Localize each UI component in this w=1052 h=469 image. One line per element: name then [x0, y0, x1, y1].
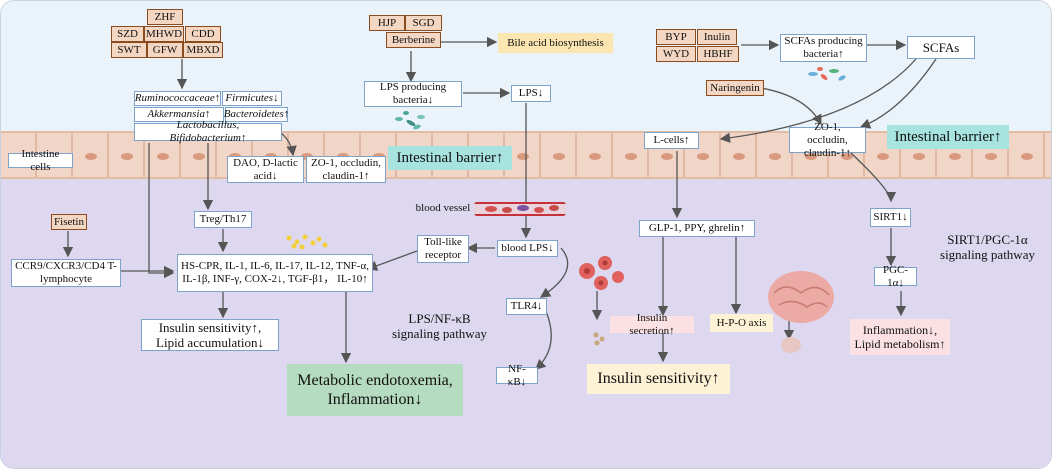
- pgc1a-box: PGC-1α↓: [874, 264, 917, 289]
- nfkb-box: NF-κB↓: [496, 363, 538, 388]
- ccr9-box: CCR9/CXCR3/CD4 T-lymphocyte: [11, 259, 121, 287]
- herb-swt: SWT: [111, 42, 147, 58]
- insulin-lipid-box: Insulin sensitivity↑, Lipid accumulation…: [141, 319, 279, 351]
- sirt-pgc-pathway-label: SIRT1/PGC-1α signaling pathway: [940, 232, 1035, 262]
- insulin-sensitivity-box: Insulin sensitivity↑: [587, 364, 730, 394]
- herb-naringenin: Naringenin: [706, 80, 764, 96]
- cytokine-dots-graphic: [286, 234, 328, 250]
- brain-graphic: [768, 271, 834, 353]
- cell-nucleus: [589, 153, 601, 160]
- scfa-producing-box: SCFAs producing bacteria↑: [780, 34, 867, 62]
- herb-berberine: Berberine: [386, 32, 441, 48]
- scfas-box: SCFAs: [907, 36, 975, 59]
- blood-vessel-graphic: [474, 202, 566, 216]
- cell-nucleus: [625, 153, 637, 160]
- bacteria-graphic-right: [808, 67, 846, 81]
- herb-hjp: HJP: [369, 15, 405, 31]
- beta-cell-graphic: [579, 256, 624, 346]
- tlr4-box: TLR4↓: [506, 298, 547, 315]
- sirt1-box: SIRT1↓: [870, 208, 911, 227]
- lps-box: LPS↓: [511, 85, 551, 102]
- metabolic-endotoxemia-box: Metabolic endotoxemia, Inflammation↓: [287, 364, 463, 416]
- cell-nucleus: [517, 153, 529, 160]
- microbiota-bacteroidetes: Bacteroidetes↑: [223, 107, 290, 122]
- zo1-left-box: ZO-1, occludin, claudin-1↑: [306, 156, 386, 183]
- herb-wyd: WYD: [656, 46, 696, 62]
- herb-mbxd: MBXD: [183, 42, 223, 58]
- inflammation-lipid-box: Inflammation↓, Lipid metabolism↑: [850, 319, 950, 355]
- cell-nucleus: [121, 153, 133, 160]
- cell-nucleus: [1021, 153, 1033, 160]
- blood-lps-box: blood LPS↓: [497, 240, 558, 257]
- cell-nucleus: [85, 153, 97, 160]
- blood-vessel-label: blood vessel: [415, 201, 471, 214]
- herb-inulin: Inulin: [697, 29, 737, 45]
- glp1-box: GLP-1, PPY, ghrelin↑: [639, 220, 755, 237]
- microbiota-firmicutes: Firmicutes↓: [222, 91, 282, 106]
- cell-nucleus: [841, 153, 853, 160]
- herb-gfw: GFW: [147, 42, 183, 58]
- cell-nucleus: [769, 153, 781, 160]
- herb-szd: SZD: [111, 26, 144, 42]
- insulin-secretion-box: Insulin secretion↑: [610, 312, 694, 337]
- cell-nucleus: [157, 153, 169, 160]
- bile-acid-box: Bile acid biosynthesis: [498, 33, 613, 53]
- herb-cdd: CDD: [185, 26, 221, 42]
- cell-nucleus: [733, 153, 745, 160]
- lcells-box: L-cells↑: [644, 132, 699, 149]
- cell-nucleus: [985, 153, 997, 160]
- cell-nucleus: [949, 153, 961, 160]
- microbiota-akkermansia: Akkermansia↑: [134, 107, 224, 122]
- herb-hbhf: HBHF: [697, 46, 739, 62]
- cytokines-box: HS-CPR, IL-1, IL-6, IL-17, IL-12, TNF-α,…: [177, 254, 373, 292]
- herb-mhwd: MHWD: [144, 26, 184, 42]
- zo1-right-box: ZO-1, occludin, claudin-1↑: [789, 121, 866, 159]
- bacteria-graphic-mid: [395, 111, 425, 130]
- lps-nfkb-pathway-label: LPS/NF-κB signaling pathway: [392, 311, 487, 341]
- herb-fisetin: Fisetin: [51, 214, 87, 230]
- intestine-cells-label: Intestine cells: [8, 148, 73, 173]
- hpo-axis-box: H-P-O axis: [710, 314, 773, 332]
- herb-byp: BYP: [656, 29, 696, 45]
- lps-producing-box: LPS producing bacteria↓: [364, 81, 462, 107]
- herb-sgd: SGD: [405, 15, 442, 31]
- dao-box: DAO, D-lactic acid↓: [227, 156, 304, 183]
- cell-nucleus: [805, 153, 817, 160]
- herb-zhf: ZHF: [147, 9, 183, 25]
- cell-nucleus: [913, 153, 925, 160]
- microbiota-ruminococcaceae: Ruminococcaceae↑: [134, 91, 221, 106]
- intestinal-barrier-right: Intestinal barrier↑: [887, 125, 1009, 149]
- cell-nucleus: [877, 153, 889, 160]
- cell-nucleus: [193, 153, 205, 160]
- cell-nucleus: [661, 153, 673, 160]
- treg-box: Treg/Th17: [194, 211, 252, 228]
- microbiota-lactobacillus: Lactobacillus, Bifidobacterium↑: [134, 119, 282, 144]
- cell-nucleus: [697, 153, 709, 160]
- cell-nucleus: [553, 153, 565, 160]
- intestinal-barrier-left: Intestinal barrier↑: [388, 146, 512, 170]
- toll-like-receptor-box: Toll-like receptor: [417, 235, 469, 263]
